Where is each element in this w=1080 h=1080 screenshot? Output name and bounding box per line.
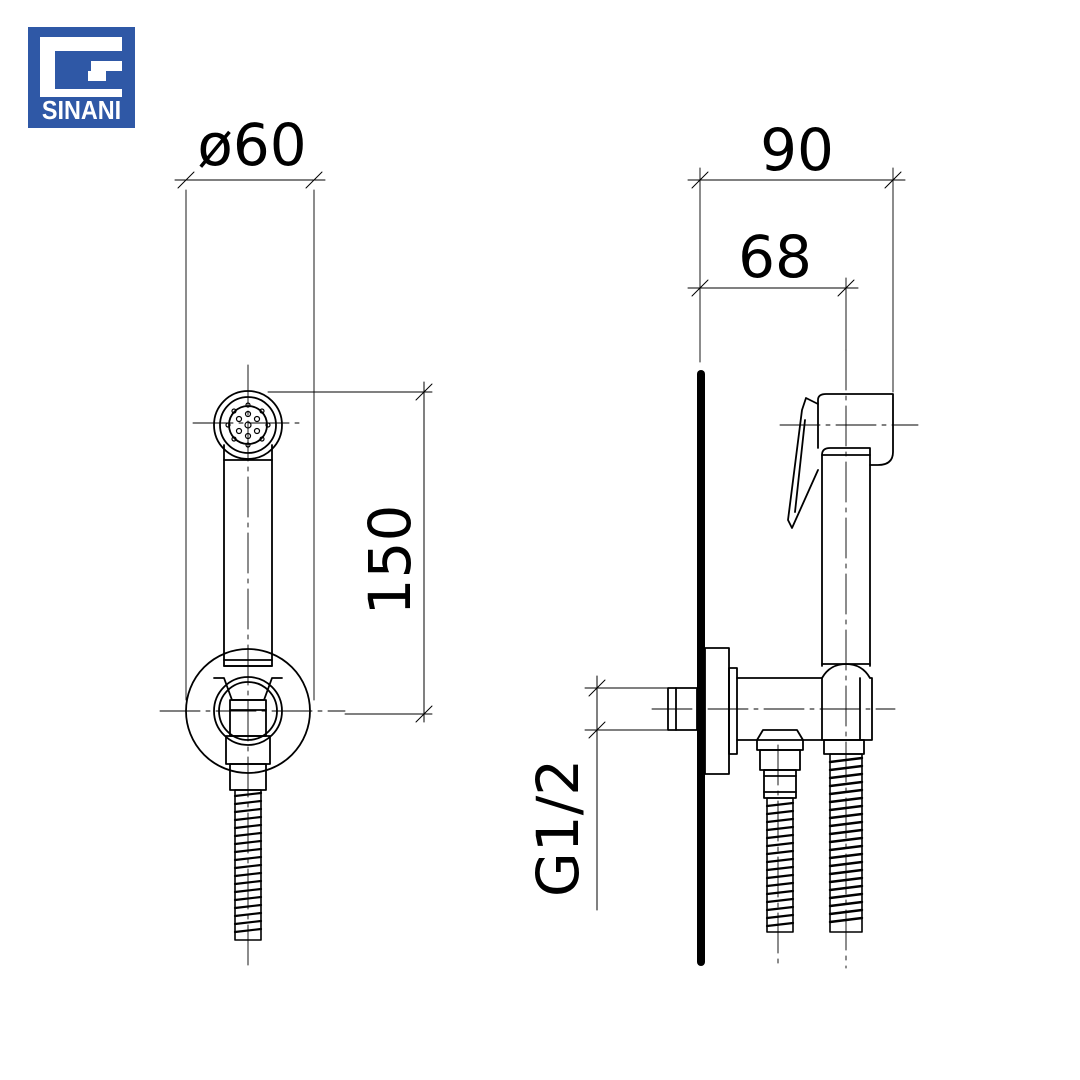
front-extension-lines [185, 189, 433, 715]
side-connector [736, 663, 873, 799]
front-rosette [185, 648, 311, 774]
height-label: 150 [356, 505, 424, 616]
side-extension-lines [584, 167, 894, 731]
front-view [159, 171, 433, 969]
side-view [584, 167, 919, 969]
wall-plate [697, 370, 705, 966]
thread-label: G1/2 [524, 759, 592, 897]
spray-nozzles-icon [225, 402, 271, 448]
side-handle [817, 393, 894, 667]
side-spray-hose [828, 753, 864, 933]
height-dimension-line [415, 381, 433, 723]
depth-total-dimension-line [687, 171, 906, 189]
sinani-logo: SINANI [28, 27, 135, 128]
thread-dimension-line [588, 675, 606, 911]
diameter-label: ø60 [197, 111, 306, 179]
side-trigger-lever [787, 397, 819, 529]
logo-mark-icon [28, 27, 135, 128]
depth-spray-label: 68 [738, 223, 812, 291]
depth-total-label: 90 [760, 116, 834, 184]
side-supply-hose [765, 797, 795, 933]
front-handle [223, 444, 273, 667]
depth-spray-dimension-line [687, 279, 859, 297]
side-rosette [667, 647, 738, 775]
diameter-dimension-line [174, 171, 326, 189]
front-spray-head [213, 390, 283, 460]
brand-name: SINANI [41, 95, 122, 125]
front-hose [233, 789, 263, 941]
